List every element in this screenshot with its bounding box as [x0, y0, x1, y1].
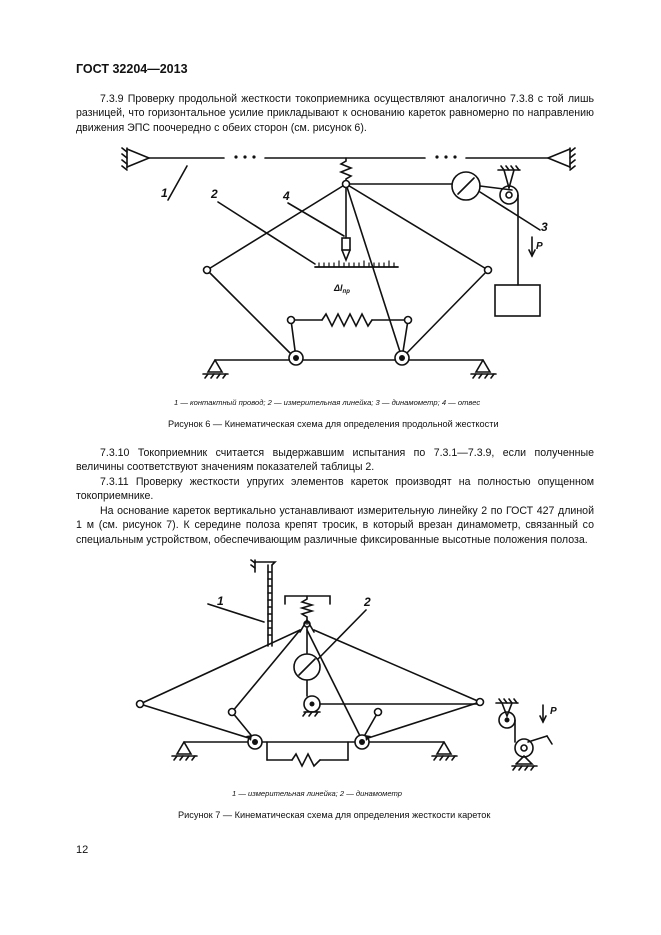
- winch: [511, 735, 553, 771]
- measuring-ruler-fig7: [250, 559, 277, 647]
- base-support-right: [470, 359, 497, 379]
- wire-anchor-left: [121, 147, 152, 171]
- figure-6-legend: 1 — контактный провод; 2 — измерительная…: [174, 398, 481, 407]
- weight: [494, 284, 541, 317]
- carriage-spring-fig7: [291, 752, 321, 768]
- fig6-label-delta: Δlпр: [333, 283, 350, 295]
- spring-fig7: [299, 595, 315, 625]
- base-support-right-fig7: [431, 741, 458, 761]
- fig6-label-4: 4: [282, 189, 290, 203]
- fig6-label-2: 2: [210, 187, 218, 201]
- base-support-left-fig7: [171, 741, 198, 761]
- figure-6-caption: Рисунок 6 — Кинематическая схема для опр…: [168, 419, 499, 429]
- pulley-fig7: [495, 698, 519, 743]
- figure-7-diagram: 1 2 P: [135, 559, 557, 771]
- fig6-label-p: P: [536, 241, 543, 252]
- figure-6-diagram: 1 2 4 3 P Δlпр: [121, 147, 576, 379]
- measuring-ruler: [314, 260, 399, 268]
- figure-7-caption: Рисунок 7 — Кинематическая схема для опр…: [178, 810, 491, 820]
- fig6-label-3: 3: [541, 220, 548, 234]
- paragraph-7-3-11: 7.3.11 Проверку жесткости упругих элемен…: [76, 476, 594, 503]
- base-support-left: [202, 359, 229, 379]
- fig6-label-1: 1: [161, 186, 168, 200]
- wire-anchor-right: [545, 147, 576, 171]
- plumb-bob: [341, 237, 351, 263]
- fig7-label-1: 1: [217, 594, 224, 608]
- pantograph-frame: [206, 183, 489, 359]
- paragraph-base: На основание кареток вертикально устанав…: [76, 505, 594, 546]
- page-number: 12: [76, 844, 89, 856]
- paragraph-7-3-9: 7.3.9 Проверку продольной жесткости токо…: [76, 93, 594, 134]
- top-spring: [338, 157, 354, 185]
- fig7-label-2: 2: [363, 595, 371, 609]
- document-header: ГОСТ 32204—2013: [76, 62, 188, 76]
- pantograph-frame-fig7: [139, 629, 481, 741]
- carriage-spring: [321, 312, 373, 328]
- pulley-fig6: [497, 165, 521, 286]
- fig7-label-p: P: [550, 706, 557, 717]
- paragraph-7-3-10: 7.3.10 Токоприемник считается выдержавши…: [76, 447, 594, 474]
- figure-7-legend: 1 — измерительная линейка; 2 — динамомет…: [232, 789, 402, 798]
